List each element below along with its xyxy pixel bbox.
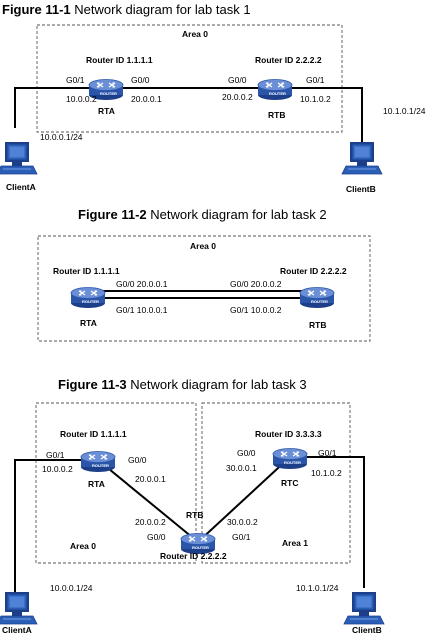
figure-1-title: Figure 11-1 Network diagram for lab task… [2, 2, 251, 17]
pc-icon [343, 591, 385, 625]
rtb-g01: G0/1 [306, 75, 325, 85]
pc-icon [0, 141, 38, 175]
rtc-router-id: Router ID 3.3.3.3 [255, 429, 322, 439]
figure-3-title: Figure 11-3 Network diagram for lab task… [58, 377, 307, 392]
router-icon: ROUTER [257, 78, 293, 101]
rtb-g00-ip: 20.0.0.2 [222, 92, 253, 102]
rtb-g01-ip: 10.1.0.2 [300, 94, 331, 104]
area-label: Area 0 [182, 29, 208, 39]
rta-g01: G0/1 [66, 75, 85, 85]
router-badge: ROUTER [284, 460, 301, 465]
clienta-name: ClientA [2, 625, 32, 635]
figure-3: Area 0 Area 1 Router ID 1.1.1.1 ROUTER R… [0, 402, 385, 635]
pc-icon [0, 591, 38, 625]
clientb-name: ClientB [352, 625, 382, 635]
link-top-right: G0/0 20.0.0.2 [230, 279, 282, 289]
rtc-g00-ip: 30.0.0.1 [226, 463, 257, 473]
router-badge: ROUTER [192, 545, 209, 550]
router-badge: ROUTER [92, 463, 109, 468]
figure-2-number: Figure 11-2 [78, 207, 147, 222]
figure-3-caption: Network diagram for lab task 3 [130, 377, 307, 392]
figure-1-caption: Network diagram for lab task 1 [74, 2, 251, 17]
rtc-g00: G0/0 [237, 448, 256, 458]
figure-3-number: Figure 11-3 [58, 377, 127, 392]
area-0-label: Area 0 [70, 541, 96, 551]
rta-name: RTA [88, 479, 105, 489]
link-rtb-clientb [275, 87, 363, 145]
rta-g00: G0/0 [131, 75, 150, 85]
rta-g01-ip: 10.0.0.2 [66, 94, 97, 104]
router-icon: ROUTER [70, 286, 106, 309]
rtc-g01-ip: 10.1.0.2 [311, 468, 342, 478]
rta-router-id: Router ID 1.1.1.1 [60, 429, 127, 439]
router-badge: ROUTER [82, 299, 99, 304]
link-bottom-left: G0/1 10.0.0.1 [116, 305, 168, 315]
link-top-left: G0/0 20.0.0.1 [116, 279, 168, 289]
area-1-label: Area 1 [282, 538, 308, 548]
rta-name: RTA [98, 106, 115, 116]
rta-g01-ip: 10.0.0.2 [42, 464, 73, 474]
rtb-g00: G0/0 [147, 532, 166, 542]
clientb-name: ClientB [346, 184, 376, 194]
area-1-boundary [201, 402, 351, 564]
rtb-g01-ip: 30.0.0.2 [227, 517, 258, 527]
figure-2-caption: Network diagram for lab task 2 [150, 207, 327, 222]
router-badge: ROUTER [269, 91, 286, 96]
figure-1: Area 0 Router ID 1.1.1.1 ROUTER RTA G0/1… [0, 24, 426, 194]
router-badge: ROUTER [100, 91, 117, 96]
area-label: Area 0 [190, 241, 216, 251]
rtc-g01: G0/1 [318, 448, 337, 458]
link-rta-rtb [97, 459, 199, 543]
rtb-g00: G0/0 [228, 75, 247, 85]
rtb-g01: G0/1 [232, 532, 251, 542]
rta-router-id: Router ID 1.1.1.1 [53, 266, 120, 276]
rta-router-id: Router ID 1.1.1.1 [86, 55, 153, 65]
rta-g00-ip: 20.0.0.1 [135, 474, 166, 484]
router-icon: ROUTER [272, 447, 308, 470]
router-badge: ROUTER [311, 299, 328, 304]
rtb-router-id: Router ID 2.2.2.2 [280, 266, 347, 276]
area-0-boundary [35, 402, 197, 564]
rtb-router-id: Router ID 2.2.2.2 [160, 551, 227, 561]
clienta-ip: 10.0.0.1/24 [40, 132, 83, 142]
figure-2: Area 0 Router ID 1.1.1.1 ROUTER RTA Rout… [37, 235, 371, 342]
router-icon: ROUTER [80, 450, 116, 473]
rtb-router-id: Router ID 2.2.2.2 [255, 55, 322, 65]
rta-g00-ip: 20.0.0.1 [131, 94, 162, 104]
rta-name: RTA [80, 318, 97, 328]
rtb-name: RTB [186, 510, 203, 520]
rta-g00: G0/0 [128, 455, 147, 465]
clientb-ip: 10.1.0.1/24 [296, 583, 339, 593]
area-0-boundary [36, 24, 343, 133]
link-rtc-clientb [290, 456, 365, 588]
figure-1-number: Figure 11-1 [2, 2, 71, 17]
clienta-ip: 10.0.0.1/24 [50, 583, 93, 593]
router-icon: ROUTER [180, 532, 216, 555]
clienta-name: ClientA [6, 182, 36, 192]
figure-2-title: Figure 11-2 Network diagram for lab task… [78, 207, 327, 222]
rtb-g00-ip: 20.0.0.2 [135, 517, 166, 527]
link-rtb-rtc [197, 456, 291, 543]
pc-icon [341, 141, 383, 175]
link-bottom-right: G0/1 10.0.0.2 [230, 305, 282, 315]
router-icon: ROUTER [88, 78, 124, 101]
router-icon: ROUTER [299, 286, 335, 309]
rtb-name: RTB [309, 320, 326, 330]
link-clienta-rta [14, 459, 98, 595]
rta-g01: G0/1 [46, 450, 65, 460]
rtc-name: RTC [281, 478, 298, 488]
clientb-ip: 10.1.0.1/24 [383, 106, 426, 116]
rtb-name: RTB [268, 110, 285, 120]
link-clienta-rta [14, 87, 106, 128]
area-0-boundary [37, 235, 371, 342]
